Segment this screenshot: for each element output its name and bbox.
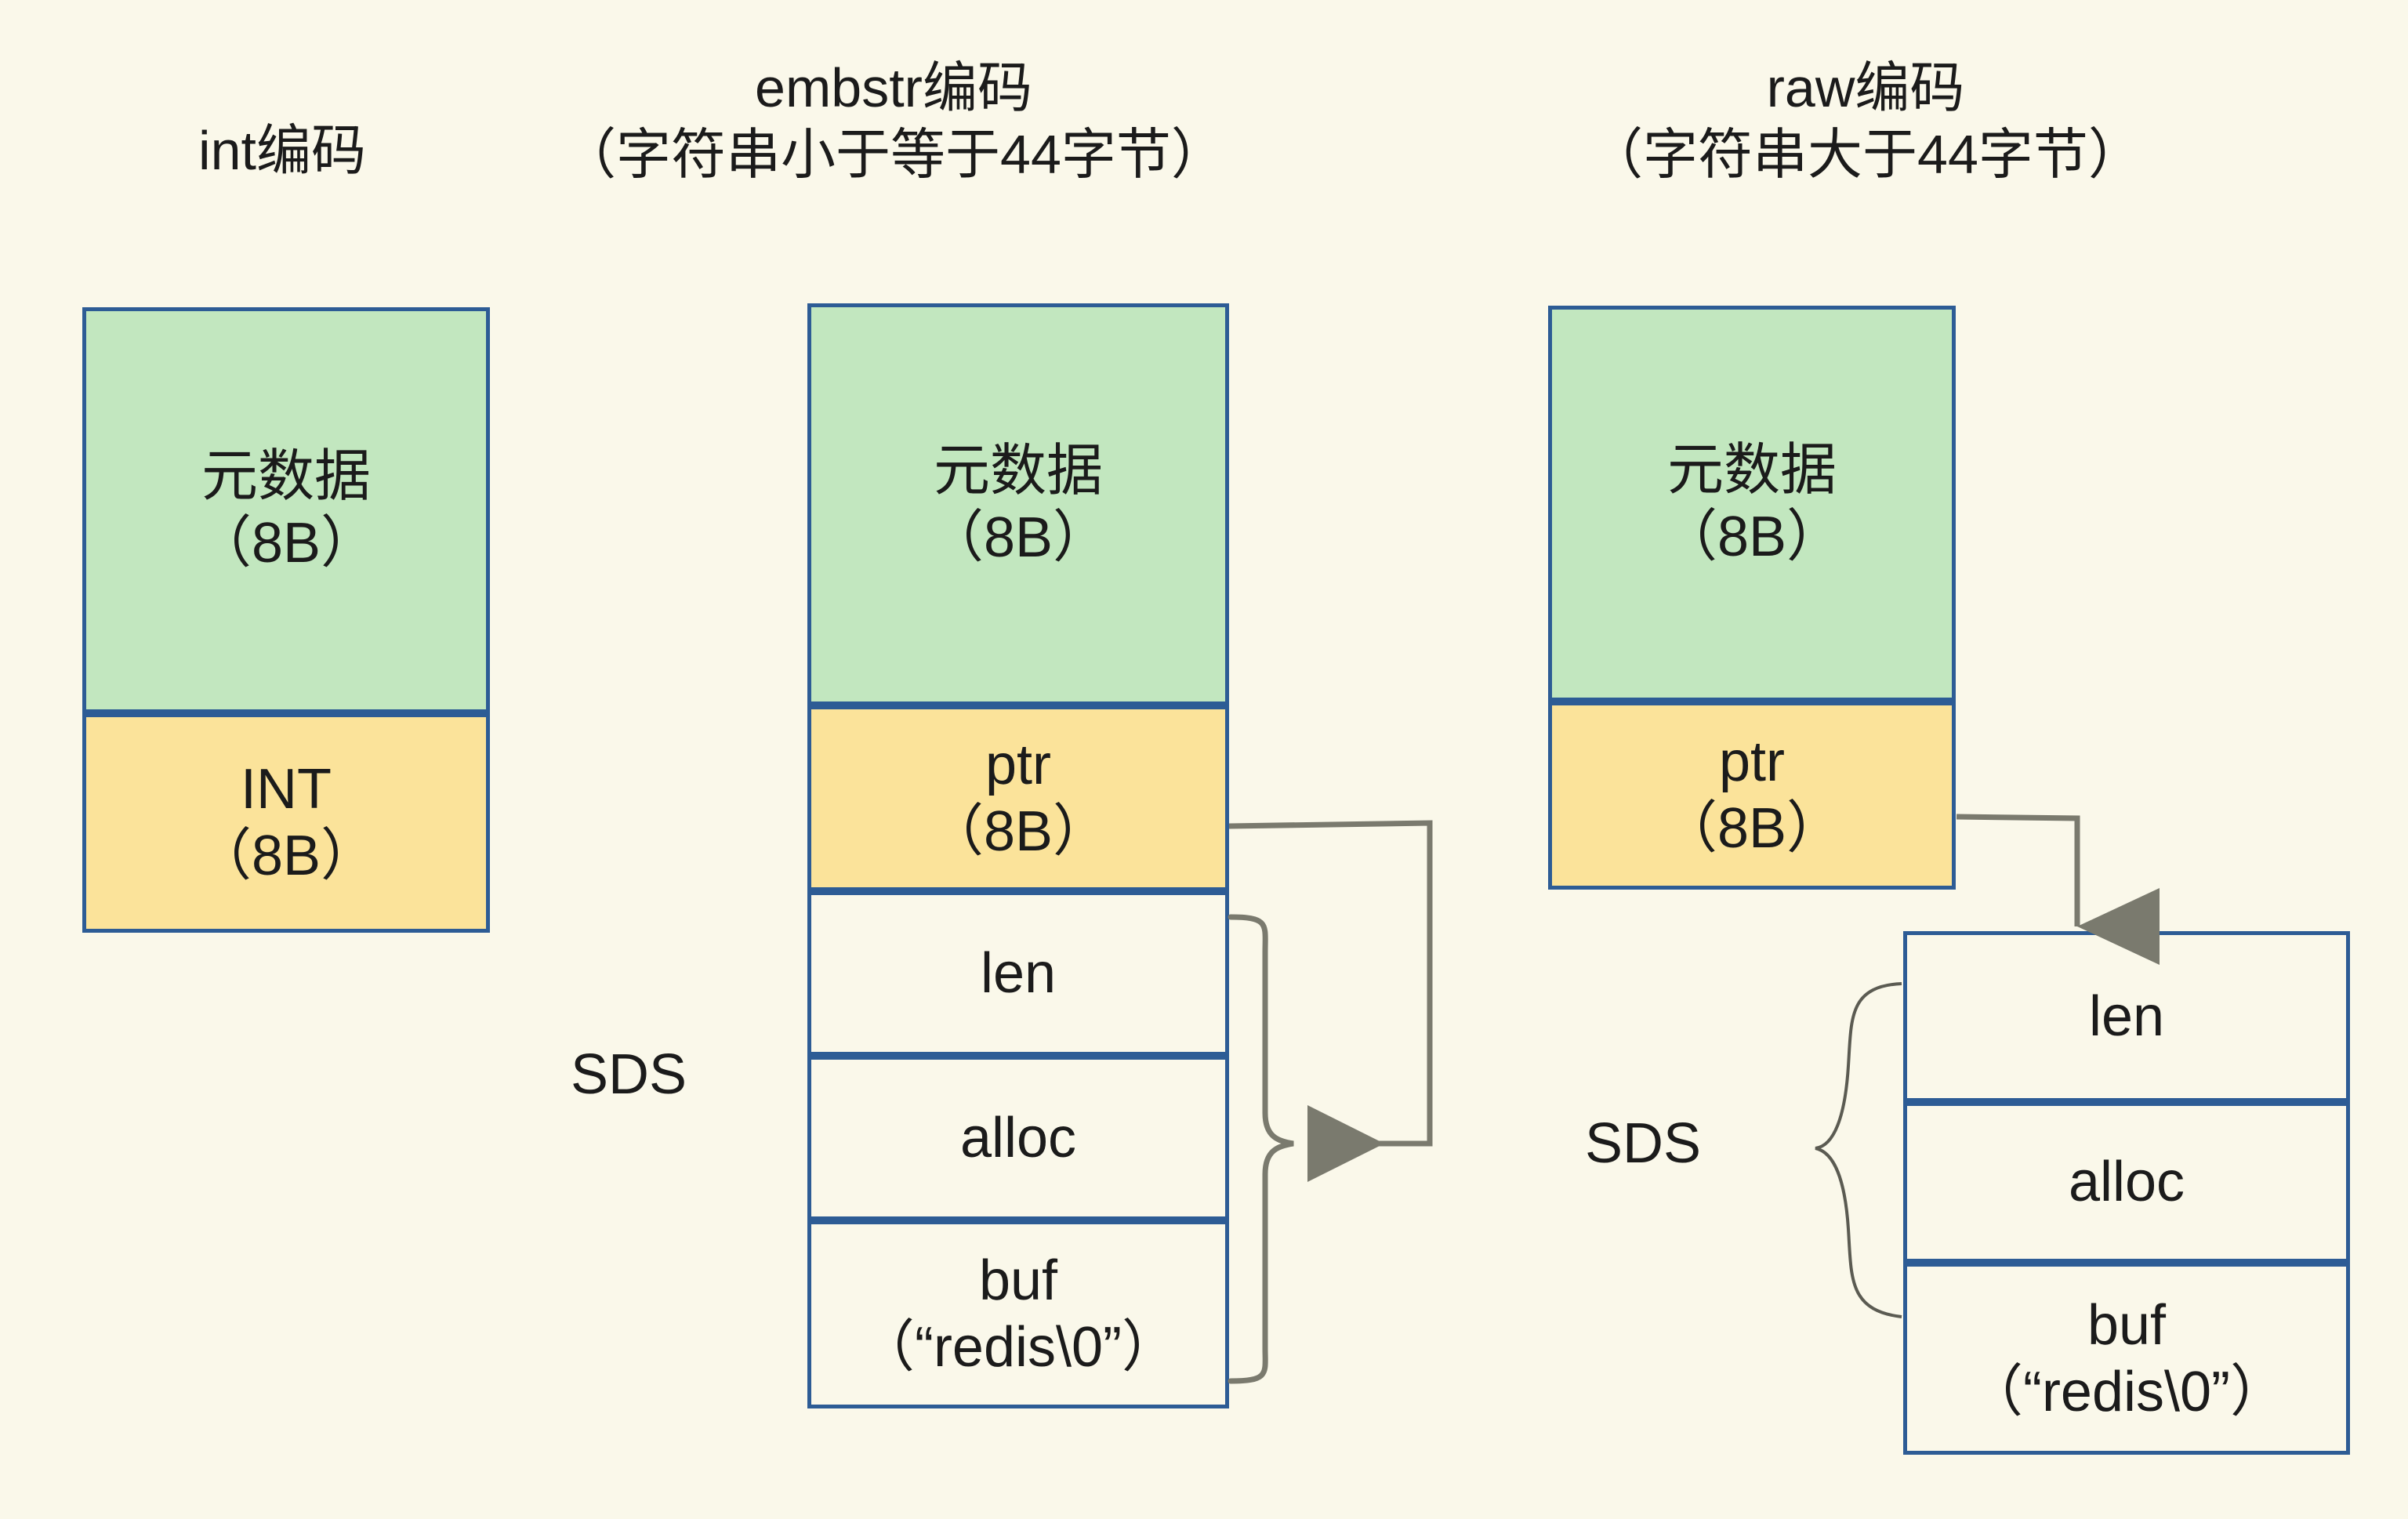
raw-ptr-line1: ptr — [1718, 730, 1786, 794]
column-title-int-line1: int编码 — [198, 120, 366, 181]
raw-buf-cell: buf （“redis\0”） — [1903, 1263, 2350, 1455]
embstr-ptr-line2: （8B） — [927, 799, 1110, 863]
column-title-embstr: embstr编码 （字符串小于等于44字节） — [502, 55, 1286, 189]
column-title-raw-line1: raw编码 — [1766, 57, 1965, 118]
embstr-ptr-line1: ptr — [985, 733, 1052, 796]
raw-sds-label: SDS — [1585, 1112, 1702, 1175]
embstr-sds-label: SDS — [571, 1043, 687, 1106]
int-value-cell: INT （8B） — [82, 713, 490, 933]
embstr-alloc-label: alloc — [959, 1106, 1077, 1169]
raw-ptr-connector — [1956, 814, 2160, 965]
raw-len-cell: len — [1903, 931, 2350, 1102]
raw-ptr-line2: （8B） — [1660, 797, 1844, 860]
embstr-ptr-connector — [1228, 820, 1433, 1182]
column-title-embstr-line1: embstr编码 — [755, 57, 1032, 118]
raw-metadata-cell: 元数据 （8B） — [1548, 306, 1956, 701]
raw-len-label: len — [2088, 984, 2165, 1048]
embstr-ptr-cell: ptr （8B） — [807, 705, 1229, 891]
raw-buf-line2: （“redis\0”） — [1966, 1360, 2287, 1423]
column-title-raw: raw编码 （字符串大于44字节） — [1474, 55, 2258, 189]
embstr-buf-line2: （“redis\0”） — [858, 1316, 1179, 1379]
embstr-len-label: len — [980, 941, 1057, 1005]
embstr-buf-cell: buf （“redis\0”） — [807, 1220, 1229, 1408]
embstr-sds-brace — [1228, 914, 1294, 1384]
raw-alloc-label: alloc — [2068, 1151, 2185, 1214]
raw-buf-line1: buf — [2087, 1293, 2167, 1357]
embstr-buf-line1: buf — [978, 1249, 1058, 1313]
raw-metadata-line1: 元数据 — [1666, 438, 1837, 502]
raw-alloc-cell: alloc — [1903, 1102, 2350, 1263]
int-metadata-cell: 元数据 （8B） — [82, 307, 490, 713]
int-value-line2: （8B） — [194, 825, 378, 887]
int-value-line1: INT — [241, 758, 332, 821]
raw-metadata-line2: （8B） — [1660, 505, 1844, 568]
column-title-int: int编码 — [47, 118, 517, 184]
int-metadata-line2: （8B） — [194, 512, 378, 575]
raw-ptr-cell: ptr （8B） — [1548, 701, 1956, 890]
embstr-metadata-line2: （8B） — [927, 506, 1110, 569]
column-title-raw-line2: （字符串大于44字节） — [1588, 124, 2143, 186]
column-title-embstr-line2: （字符串小于等于44字节） — [561, 124, 1226, 186]
embstr-metadata-cell: 元数据 （8B） — [807, 303, 1229, 705]
int-metadata-line1: 元数据 — [201, 445, 371, 509]
embstr-len-cell: len — [807, 891, 1229, 1056]
embstr-alloc-cell: alloc — [807, 1056, 1229, 1220]
raw-sds-brace — [1815, 982, 1902, 1318]
embstr-metadata-line1: 元数据 — [933, 439, 1103, 502]
